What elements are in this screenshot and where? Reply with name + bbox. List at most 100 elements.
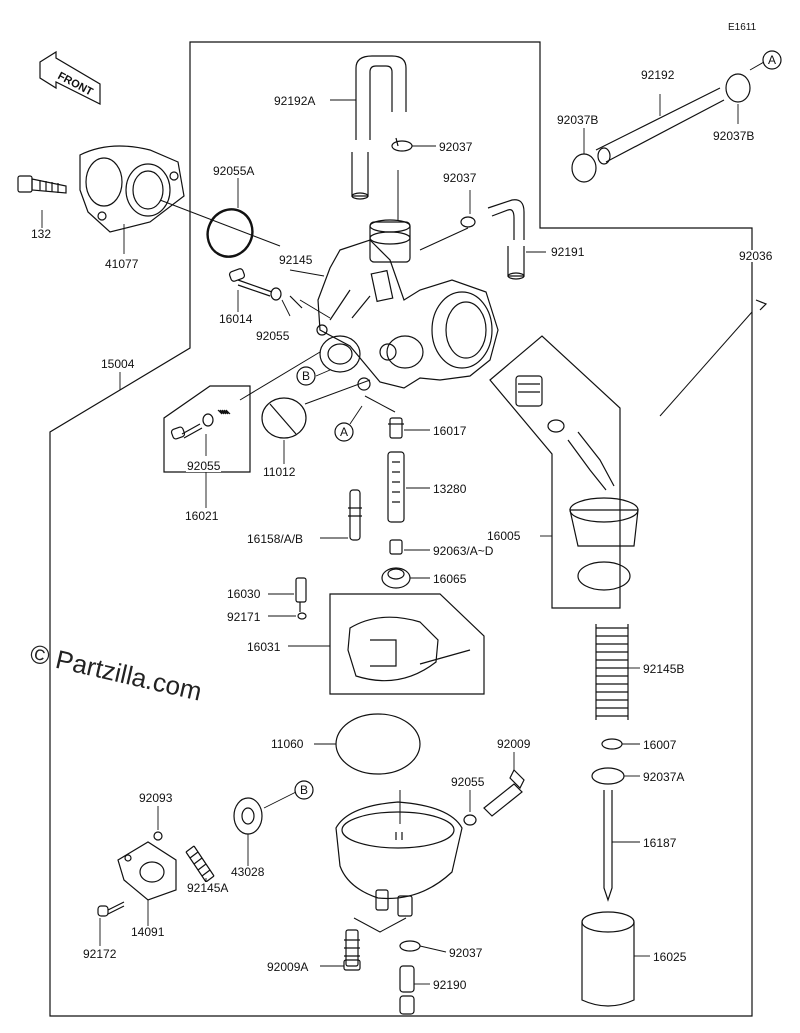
part-label[interactable]: 92063/A~D — [432, 544, 495, 558]
bolt-132 — [17, 175, 67, 194]
holder-41077 — [79, 145, 185, 233]
part-label[interactable]: 16005 — [486, 529, 522, 543]
jet-16017 — [388, 417, 404, 439]
ref-a-mid-label: A — [340, 425, 349, 439]
part-label[interactable]: 92037 — [448, 946, 484, 960]
cap-11012 — [261, 397, 307, 439]
diaphragm-43028 — [233, 797, 263, 835]
part-label[interactable]: 92009 — [496, 737, 532, 751]
needle-16187 — [603, 790, 613, 902]
part-label[interactable]: 16065 — [432, 572, 468, 586]
part-label[interactable]: 92055 — [450, 775, 486, 789]
screw-92009A — [343, 929, 361, 971]
ref-b-bot-label: B — [300, 783, 309, 797]
part-label[interactable]: 92037A — [642, 770, 686, 784]
washer-92093 — [153, 831, 163, 841]
part-label[interactable]: 16031 — [246, 640, 282, 654]
throttle-valve-16025 — [581, 911, 635, 1007]
part-label[interactable]: 92190 — [432, 978, 468, 992]
float-16031-box — [329, 593, 485, 695]
part-label[interactable]: 92172 — [82, 947, 118, 961]
spring-92145A — [185, 845, 215, 883]
leader-lines — [41, 94, 753, 985]
part-label[interactable]: 132 — [30, 227, 53, 241]
part-label[interactable]: 92192A — [273, 94, 317, 108]
clip-92037B-right — [725, 73, 751, 103]
part-label[interactable]: 13280 — [432, 482, 468, 496]
ref-marker-b-bot — [294, 780, 314, 800]
clip-92037-top — [391, 137, 413, 152]
part-label[interactable]: 92009A — [266, 960, 310, 974]
part-label[interactable]: 92191 — [550, 245, 586, 259]
part-label[interactable]: 16017 — [432, 424, 468, 438]
screw-92172 — [97, 901, 125, 917]
part-label[interactable]: 92037 — [438, 140, 474, 154]
part-label[interactable]: 92192 — [640, 68, 676, 82]
clip-92037-mid — [460, 216, 476, 228]
part-label[interactable]: 92055 — [255, 329, 291, 343]
group-16021-box — [163, 385, 251, 473]
clip-92036 — [755, 299, 768, 311]
part-label[interactable]: 11060 — [270, 737, 305, 751]
float-bowl — [335, 801, 463, 917]
part-label[interactable]: 11012 — [262, 465, 297, 479]
seat-16065 — [381, 567, 411, 589]
part-label[interactable]: 41077 — [104, 257, 140, 271]
ring-92171 — [297, 612, 307, 620]
part-label[interactable]: 92055 — [186, 459, 222, 473]
jet-92063 — [389, 539, 403, 555]
washer-92055-c — [463, 814, 477, 826]
part-label[interactable]: 92171 — [226, 610, 262, 624]
part-label[interactable]: 92036 — [738, 249, 774, 263]
front-arrow: FRONT — [39, 50, 101, 105]
screw-16021 — [170, 409, 231, 440]
valve-16030 — [295, 577, 307, 612]
screw-16014 — [228, 268, 273, 297]
part-label[interactable]: 14091 — [130, 925, 166, 939]
assembly-outline — [49, 41, 753, 1017]
part-label[interactable]: 92093 — [138, 791, 174, 805]
diagram-code: E1611 — [728, 22, 757, 33]
part-label[interactable]: 92037 — [442, 171, 478, 185]
part-label[interactable]: 16187 — [642, 836, 678, 850]
spring-92145 — [289, 295, 303, 309]
oring-92055A — [206, 208, 254, 258]
group-16005-box — [489, 335, 621, 609]
hose-92191 — [487, 199, 525, 280]
ref-marker-a-top — [762, 50, 782, 70]
cover-14091 — [117, 841, 177, 901]
part-label[interactable]: 16025 — [652, 950, 688, 964]
part-label[interactable]: 92145A — [186, 881, 230, 895]
ref-marker-b-mid — [296, 366, 316, 386]
clip-92037B-left — [571, 153, 597, 183]
part-label[interactable]: 43028 — [230, 865, 266, 879]
part-label[interactable]: 92145B — [642, 662, 686, 676]
needle-16158 — [348, 489, 362, 541]
float-16031 — [347, 616, 471, 682]
part-label[interactable]: 15004 — [100, 357, 136, 371]
spring-92145B — [595, 624, 629, 720]
part-label[interactable]: 16030 — [226, 587, 262, 601]
ref-marker-a-mid — [334, 422, 354, 442]
part-label[interactable]: 92145 — [278, 253, 314, 267]
needle-92009 — [483, 768, 525, 817]
part-label[interactable]: 92055A — [212, 164, 256, 178]
clip-92037A — [591, 767, 625, 785]
gasket-11060 — [335, 713, 421, 775]
ref-b-mid-label: B — [302, 369, 311, 383]
tube-13280 — [387, 451, 405, 523]
part-label[interactable]: 16014 — [218, 312, 254, 326]
part-label[interactable]: 16021 — [184, 509, 220, 523]
part-label[interactable]: 16158/A/B — [246, 532, 305, 546]
hose-92192A — [351, 55, 407, 200]
carburetor-body — [316, 219, 499, 391]
part-label[interactable]: 16007 — [642, 738, 678, 752]
part-label[interactable]: 92037B — [556, 113, 600, 127]
retainer-16007 — [601, 738, 623, 750]
part-label[interactable]: 92037B — [712, 129, 756, 143]
filter-16005 — [515, 375, 639, 591]
ref-a-top-label: A — [768, 53, 777, 67]
hose-92192 — [595, 87, 725, 165]
